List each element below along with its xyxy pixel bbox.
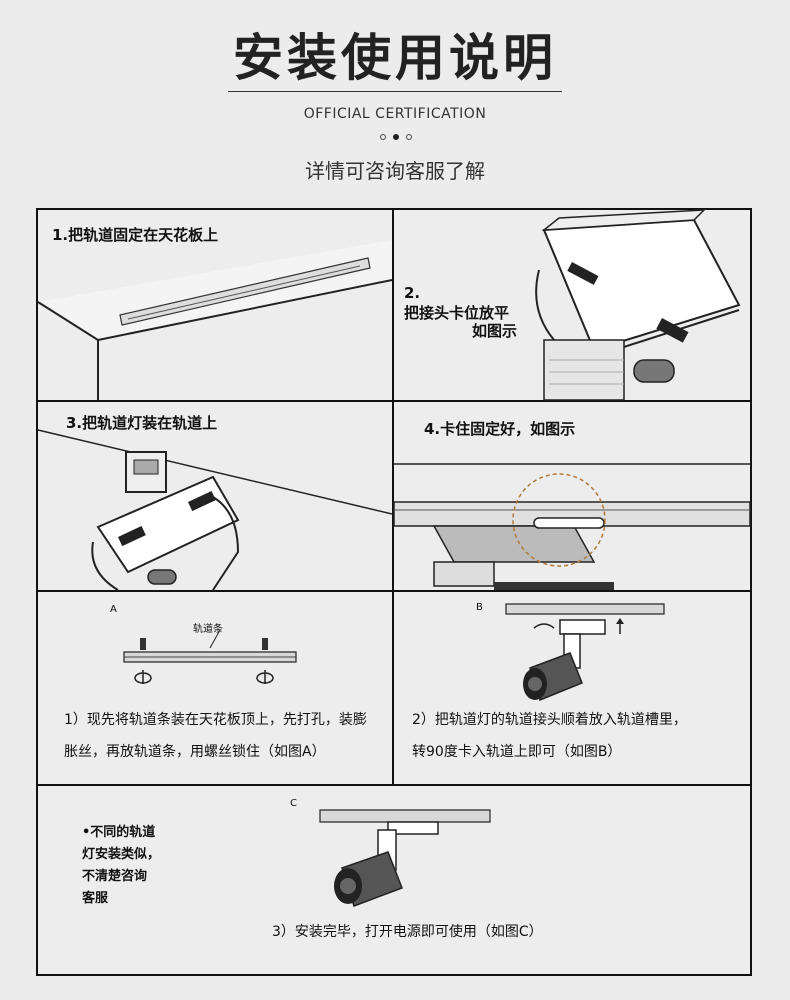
figure-c-label: C bbox=[290, 798, 297, 809]
step1-label: 1.把轨道固定在天花板上 bbox=[52, 226, 219, 244]
connector-illustration bbox=[535, 209, 741, 401]
step2-label-cont: 如图示 bbox=[472, 322, 518, 340]
figure-a-text-line: 胀丝，再放轨道条，用螺丝锁住（如图A） bbox=[64, 744, 326, 760]
dot-icon bbox=[393, 134, 399, 140]
consult-hint: 详情可咨询客服了解 bbox=[305, 159, 485, 183]
grid-line bbox=[36, 784, 752, 786]
figure-a-text: 1）现先将轨道条装在天花板顶上，先打孔，装膨 胀丝，再放轨道条，用螺丝锁住（如图… bbox=[64, 704, 367, 768]
light-mounting-illustration bbox=[37, 429, 393, 591]
step2-label: 把接头卡位放平 bbox=[404, 304, 510, 322]
grid-line bbox=[36, 590, 752, 592]
figure-a-label: A bbox=[110, 604, 117, 615]
note: •不同的轨道 灯安装类似， 不清楚咨询 客服 bbox=[82, 822, 160, 910]
note-line: •不同的轨道 bbox=[82, 825, 156, 840]
note-line: 客服 bbox=[82, 891, 109, 906]
title-divider bbox=[228, 91, 562, 92]
ceiling-rail-illustration bbox=[37, 240, 393, 400]
spotlight-rail-illustration bbox=[505, 603, 665, 702]
figure-b-text: 2）把轨道灯的轨道接头顺着放入轨道槽里， 转90度卡入轨道上即可（如图B） bbox=[412, 704, 687, 768]
step2-number: 2. bbox=[404, 284, 421, 302]
grid-line bbox=[36, 400, 752, 402]
step3-label: 3.把轨道灯装在轨道上 bbox=[66, 414, 218, 432]
page-title: 安装使用说明 bbox=[233, 29, 557, 87]
note-line: 灯安装类似， bbox=[82, 847, 161, 862]
lock-detail-illustration bbox=[393, 463, 751, 590]
subtitle: OFFICIAL CERTIFICATION bbox=[303, 106, 487, 122]
step4-label: 4.卡住固定好，如图示 bbox=[424, 420, 576, 438]
figure-b-label: B bbox=[476, 602, 483, 613]
installed-spotlight-illustration bbox=[319, 809, 491, 907]
figure-b-text-line: 2）把轨道灯的轨道接头顺着放入轨道槽里， bbox=[412, 712, 687, 728]
dots-decoration bbox=[378, 132, 418, 144]
figure-b-text-line: 转90度卡入轨道上即可（如图B） bbox=[412, 744, 622, 760]
dot-icon bbox=[380, 134, 386, 140]
rail-screw-illustration bbox=[123, 629, 297, 684]
figure-a-text-line: 1）现先将轨道条装在天花板顶上，先打孔，装膨 bbox=[64, 712, 367, 728]
rail-label: 轨道条 bbox=[193, 624, 223, 635]
figure-c-text: 3）安装完毕，打开电源即可使用（如图C） bbox=[272, 924, 543, 940]
dot-icon bbox=[406, 134, 412, 140]
grid-line bbox=[392, 208, 394, 786]
note-line: 不清楚咨询 bbox=[82, 869, 148, 884]
